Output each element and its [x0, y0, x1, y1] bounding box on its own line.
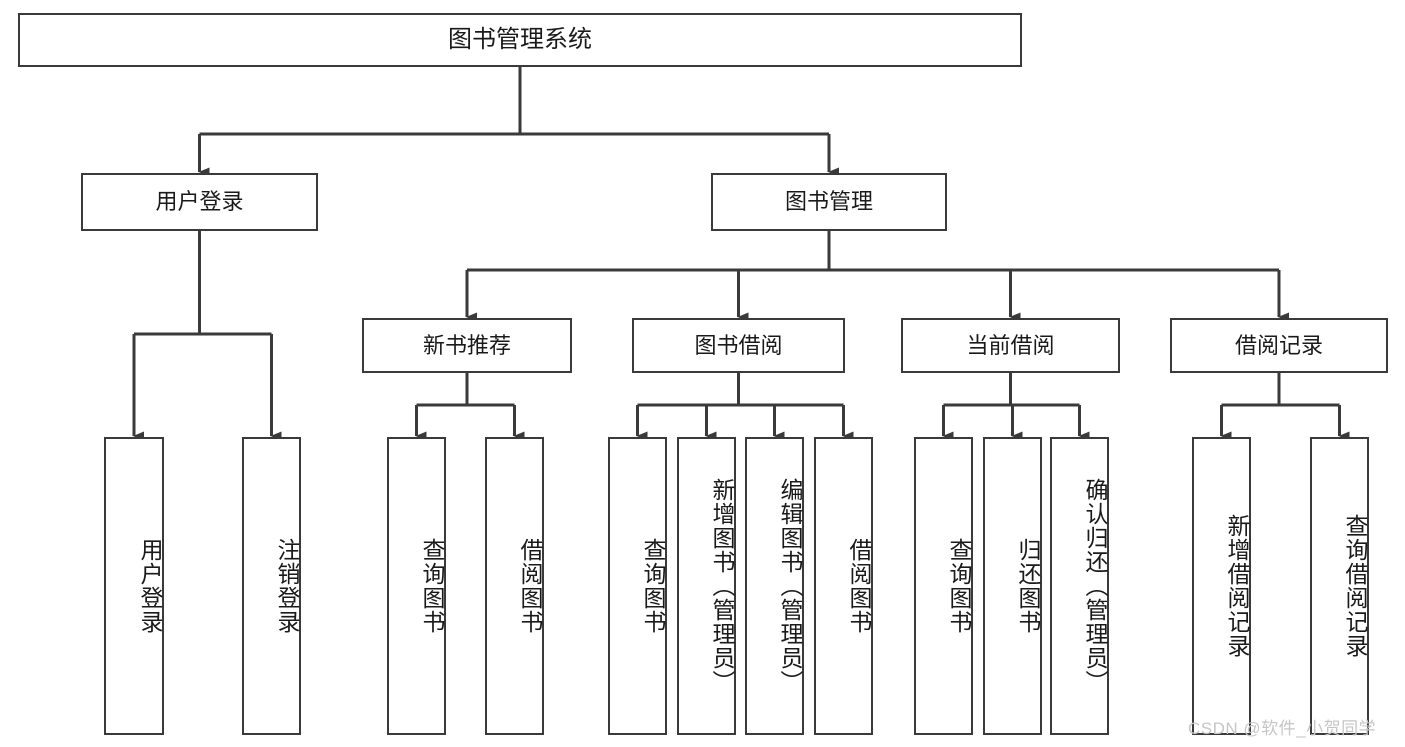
node-leaf-borrow-book-1[interactable]: 借阅图书 — [485, 437, 544, 735]
node-root[interactable]: 图书管理系统 — [18, 13, 1022, 67]
node-leaf-add-borrow-record-label: 新增借阅记录 — [1224, 514, 1250, 658]
node-user-login-label: 用户登录 — [155, 189, 244, 215]
node-user-login[interactable]: 用户登录 — [81, 173, 318, 231]
node-leaf-query-book-3-label: 查询图书 — [946, 538, 972, 634]
node-leaf-query-book-1[interactable]: 查询图书 — [387, 437, 446, 735]
node-borrow-record[interactable]: 借阅记录 — [1170, 318, 1388, 373]
node-leaf-return-book[interactable]: 归还图书 — [983, 437, 1042, 735]
node-leaf-query-borrow-record[interactable]: 查询借阅记录 — [1310, 437, 1369, 735]
node-leaf-edit-book-admin-label: 编辑图书（管理员） — [777, 478, 803, 694]
node-book-management-label: 图书管理 — [784, 189, 873, 215]
node-leaf-logout-login-label: 注销登录 — [274, 538, 300, 634]
node-book-management[interactable]: 图书管理 — [711, 173, 947, 231]
node-borrow-record-label: 借阅记录 — [1234, 332, 1323, 358]
node-new-book-recommend[interactable]: 新书推荐 — [362, 318, 572, 373]
node-leaf-borrow-book-2-label: 借阅图书 — [846, 538, 872, 634]
node-new-book-recommend-label: 新书推荐 — [422, 332, 511, 358]
node-leaf-return-book-label: 归还图书 — [1015, 538, 1041, 634]
node-leaf-confirm-return-admin[interactable]: 确认归还（管理员） — [1050, 437, 1109, 735]
node-current-borrow[interactable]: 当前借阅 — [901, 318, 1120, 373]
node-leaf-query-book-2[interactable]: 查询图书 — [608, 437, 667, 735]
node-leaf-user-login-label: 用户登录 — [137, 538, 163, 634]
node-book-borrow-label: 图书借阅 — [694, 332, 783, 358]
node-leaf-borrow-book-1-label: 借阅图书 — [517, 538, 543, 634]
node-leaf-logout-login[interactable]: 注销登录 — [242, 437, 301, 735]
node-root-label: 图书管理系统 — [448, 26, 592, 54]
csdn-watermark: CSDN @软件_小贺同学 — [1188, 719, 1377, 738]
node-leaf-query-book-3[interactable]: 查询图书 — [914, 437, 973, 735]
node-leaf-borrow-book-2[interactable]: 借阅图书 — [814, 437, 873, 735]
node-leaf-add-book-admin-label: 新增图书（管理员） — [709, 478, 735, 694]
node-current-borrow-label: 当前借阅 — [966, 332, 1055, 358]
node-book-borrow[interactable]: 图书借阅 — [632, 318, 845, 373]
node-leaf-confirm-return-admin-label: 确认归还（管理员） — [1082, 478, 1108, 694]
node-leaf-query-book-2-label: 查询图书 — [640, 538, 666, 634]
node-leaf-add-borrow-record[interactable]: 新增借阅记录 — [1192, 437, 1251, 735]
node-leaf-query-book-1-label: 查询图书 — [419, 538, 445, 634]
node-leaf-query-borrow-record-label: 查询借阅记录 — [1342, 514, 1368, 658]
node-leaf-edit-book-admin[interactable]: 编辑图书（管理员） — [745, 437, 804, 735]
node-leaf-add-book-admin[interactable]: 新增图书（管理员） — [677, 437, 736, 735]
node-leaf-user-login[interactable]: 用户登录 — [104, 437, 164, 735]
